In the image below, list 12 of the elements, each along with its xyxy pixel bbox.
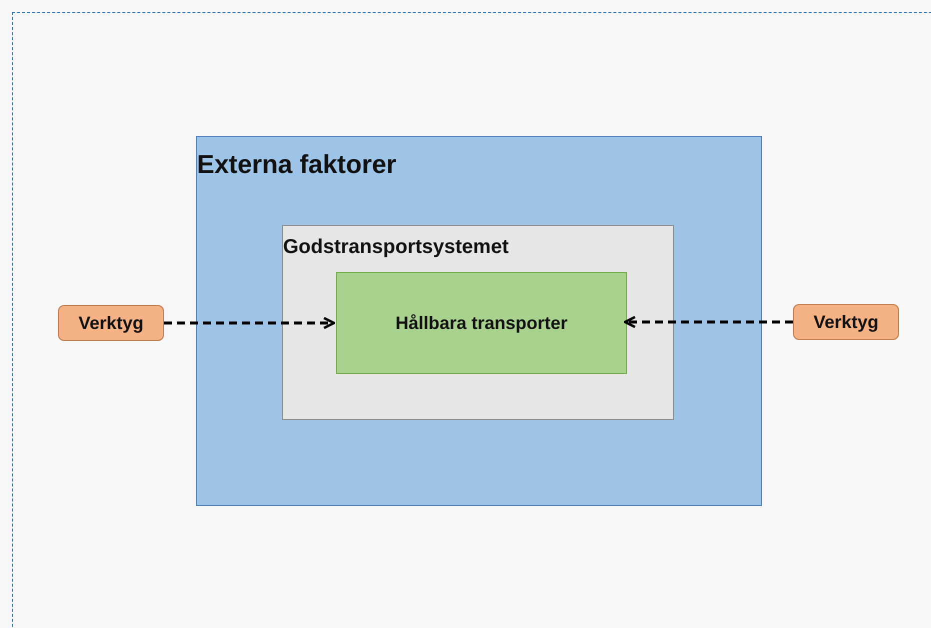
box-label: Verktyg bbox=[78, 312, 144, 335]
dashed-arrow bbox=[624, 316, 793, 328]
outer-box bbox=[196, 136, 762, 506]
tool-box bbox=[793, 304, 899, 340]
tool-box bbox=[58, 305, 164, 341]
box-label: Verktyg bbox=[813, 310, 879, 334]
inner-box bbox=[336, 272, 627, 374]
box-label: Hållbara transporter bbox=[395, 312, 568, 335]
dashed-arrow bbox=[164, 316, 336, 330]
system-box bbox=[282, 225, 674, 420]
box-label: Godstransportsystemet bbox=[283, 235, 509, 260]
box-label: Externa faktorer bbox=[197, 148, 396, 181]
